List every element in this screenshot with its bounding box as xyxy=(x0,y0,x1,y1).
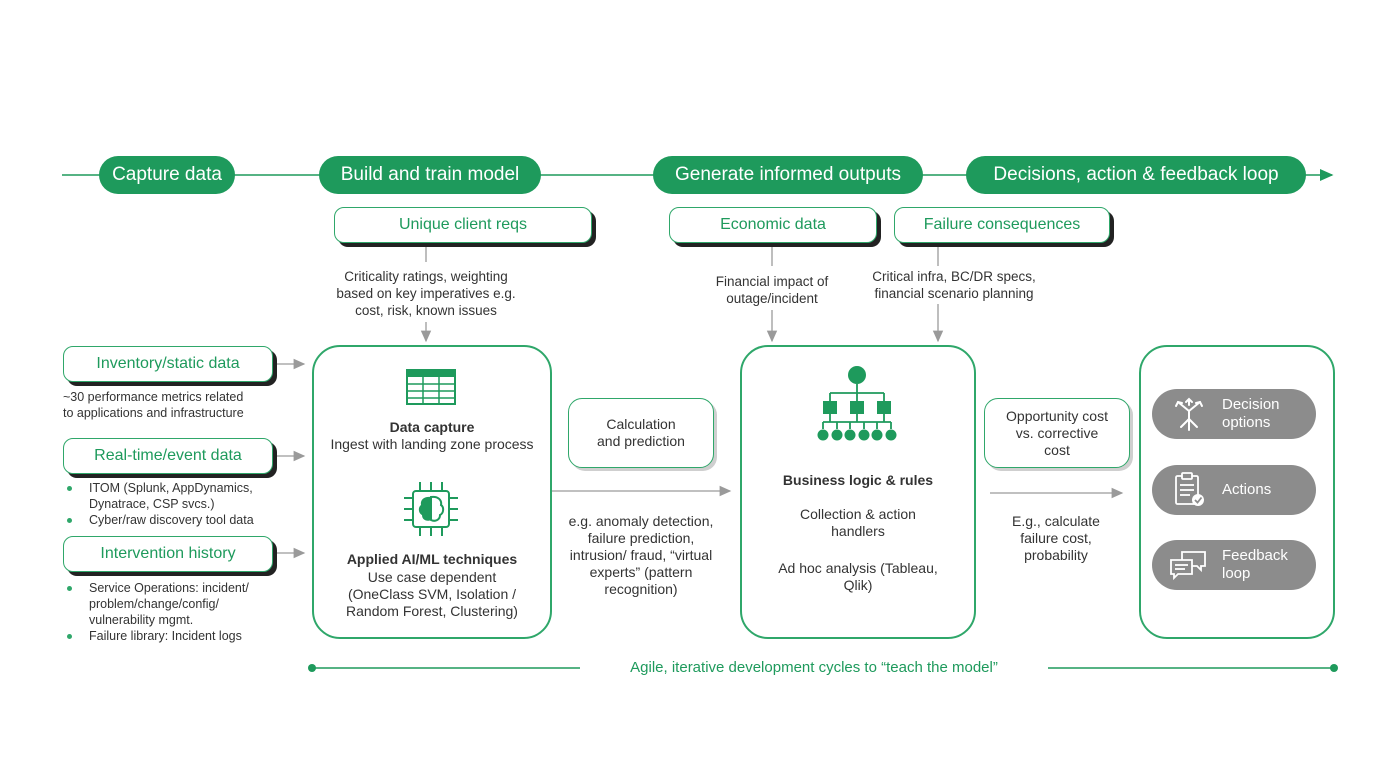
unique-client-note-line: based on key imperatives e.g. xyxy=(336,286,516,301)
realtime-bullet: Cyber/raw discovery tool data xyxy=(63,512,281,528)
inventory-note: ~30 performance metrics related to appli… xyxy=(63,389,293,421)
inventory-note-line: to applications and infrastructure xyxy=(63,406,244,420)
logic-collection-line: Collection & action xyxy=(800,506,916,522)
logic-adhoc: Ad hoc analysis (Tableau, Qlik) xyxy=(742,560,974,594)
failure-note-line: financial scenario planning xyxy=(874,286,1034,301)
ai-desc-line: (OneClass SVM, Isolation / xyxy=(347,586,517,602)
calculation-example-line: failure prediction, xyxy=(587,530,695,546)
unique-client-note-line: Criticality ratings, weighting xyxy=(344,269,508,284)
failure-note: Critical infra, BC/DR specs, financial s… xyxy=(848,268,1060,302)
intervention-bullet: Failure library: Incident logs xyxy=(63,628,275,644)
input-unique-client: Unique client reqs xyxy=(334,207,592,243)
economic-note-line: outage/incident xyxy=(726,291,818,306)
logic-collection-line: handlers xyxy=(831,523,885,539)
table-icon xyxy=(406,369,456,405)
realtime-bullet: ITOM (Splunk, AppDynamics, Dynatrace, CS… xyxy=(63,480,281,512)
failure-note-line: Critical infra, BC/DR specs, xyxy=(872,269,1036,284)
calculation-label-line: Calculation xyxy=(606,416,676,432)
ai-desc: Use case dependent (OneClass SVM, Isolat… xyxy=(314,569,550,620)
realtime-bullets: ITOM (Splunk, AppDynamics, Dynatrace, CS… xyxy=(63,480,281,528)
decision-options-label: Decision options xyxy=(1222,389,1280,439)
unique-client-note: Criticality ratings, weighting based on … xyxy=(310,268,542,319)
calculation-callout: Calculation and prediction xyxy=(568,398,714,468)
opportunity-examples: E.g., calculate failure cost, probabilit… xyxy=(976,513,1136,564)
input-failure-consequences: Failure consequences xyxy=(894,207,1110,243)
logic-title: Business logic & rules xyxy=(782,472,934,488)
opportunity-example-line: E.g., calculate xyxy=(1012,513,1100,529)
opportunity-label-line: Opportunity cost xyxy=(1006,407,1108,424)
decision-arrows-icon xyxy=(1175,397,1203,431)
data-capture-desc: Ingest with landing zone process xyxy=(330,436,534,452)
opportunity-label-line: vs. corrective xyxy=(1015,424,1099,441)
clipboard-check-icon xyxy=(1175,472,1204,506)
hierarchy-icon xyxy=(817,366,897,441)
logic-collection: Collection & action handlers xyxy=(742,506,974,540)
calculation-example-line: experts” (pattern xyxy=(589,564,693,580)
intervention-bullets: Service Operations: incident/ problem/ch… xyxy=(63,580,275,644)
chat-bubbles-icon xyxy=(1170,551,1206,581)
brain-chip-icon xyxy=(404,482,458,536)
ai-desc-line: Random Forest, Clustering) xyxy=(346,603,518,619)
actions-pill: Actions xyxy=(1152,465,1316,515)
feedback-loop-label-line: loop xyxy=(1222,565,1251,582)
opportunity-example-line: failure cost, xyxy=(1020,530,1092,546)
feedback-loop-label-line: Feedback xyxy=(1222,547,1288,564)
calculation-example-line: intrusion/ fraud, “virtual xyxy=(569,547,713,563)
economic-note-line: Financial impact of xyxy=(715,274,829,289)
input-intervention-history: Intervention history xyxy=(63,536,273,572)
feedback-loop-label: Feedback loop xyxy=(1222,540,1288,590)
opportunity-callout: Opportunity cost vs. corrective cost xyxy=(984,398,1130,468)
logic-adhoc-line: Qlik) xyxy=(843,577,873,593)
input-economic-data: Economic data xyxy=(669,207,877,243)
ai-title: Applied AI/ML techniques xyxy=(346,551,518,567)
decision-options-label-line: options xyxy=(1222,414,1271,431)
feedback-loop-pill: Feedback loop xyxy=(1152,540,1316,590)
actions-label: Actions xyxy=(1222,465,1271,515)
calculation-example-line: recognition) xyxy=(604,581,678,597)
calculation-examples: e.g. anomaly detection, failure predicti… xyxy=(550,513,732,598)
phase-generate-outputs: Generate informed outputs xyxy=(653,156,923,194)
intervention-bullet: Service Operations: incident/ problem/ch… xyxy=(63,580,275,628)
inventory-note-line: ~30 performance metrics related xyxy=(63,390,244,404)
phase-build-train: Build and train model xyxy=(319,156,541,194)
footer-dot-left xyxy=(308,664,316,672)
logic-box: Business logic & rules Collection & acti… xyxy=(740,345,976,639)
footer-caption: Agile, iterative development cycles to “… xyxy=(630,659,998,676)
calculation-example-line: e.g. anomaly detection, xyxy=(568,513,714,529)
phase-capture-data: Capture data xyxy=(99,156,235,194)
phase-decisions-loop: Decisions, action & feedback loop xyxy=(966,156,1306,194)
input-realtime-event: Real-time/event data xyxy=(63,438,273,474)
input-inventory-static: Inventory/static data xyxy=(63,346,273,382)
ai-desc-line: Use case dependent xyxy=(367,569,497,585)
economic-note: Financial impact of outage/incident xyxy=(672,273,872,307)
logic-adhoc-line: Ad hoc analysis (Tableau, xyxy=(778,560,938,576)
decision-options-pill: Decision options xyxy=(1152,389,1316,439)
actions-label-line: Actions xyxy=(1222,481,1272,498)
footer-dot-right xyxy=(1330,664,1338,672)
data-capture-title: Data capture xyxy=(389,419,475,435)
calculation-label-line: and prediction xyxy=(597,433,685,449)
unique-client-note-line: cost, risk, known issues xyxy=(355,303,497,318)
decision-options-label-line: Decision xyxy=(1222,396,1280,413)
model-box: Data capture Ingest with landing zone pr… xyxy=(312,345,552,639)
opportunity-example-line: probability xyxy=(1024,547,1088,563)
opportunity-label-line: cost xyxy=(1044,441,1070,458)
